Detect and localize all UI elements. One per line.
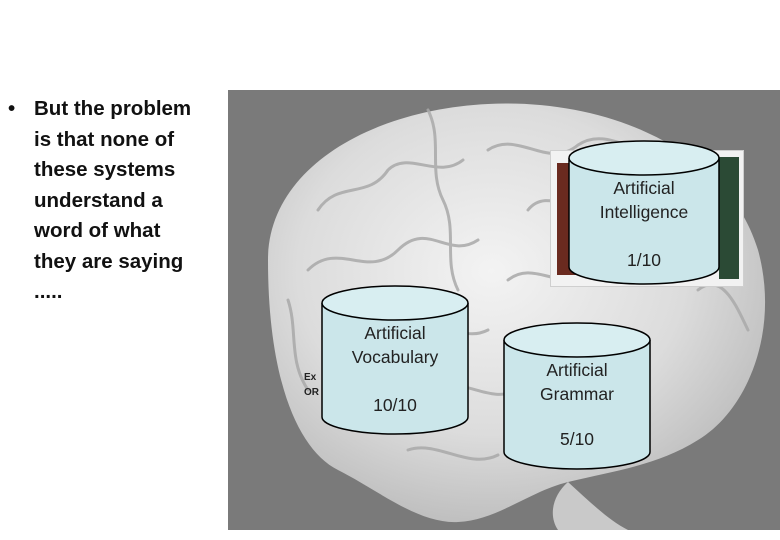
cylinder-label: Artificial Vocabulary [351, 323, 439, 367]
cylinder-artificial-vocabulary: Artificial Vocabulary 10/10 [321, 285, 469, 435]
cylinder-shape [503, 322, 651, 470]
cylinder-score: 5/10 [559, 429, 595, 449]
cylinder-label: Artificial Intelligence [599, 178, 689, 222]
cylinder-shape [321, 285, 469, 435]
occluded-text-fragment: Ex OR [304, 372, 319, 398]
book-spine [719, 157, 739, 279]
bullet-marker: • [8, 97, 16, 120]
cylinder-label: Artificial Grammar [540, 360, 614, 404]
cylinder-score: 1/10 [626, 250, 662, 270]
cylinder-artificial-intelligence: Artificial Intelligence 1/10 [568, 140, 720, 285]
bullet-point: • But the problem is that none of these … [8, 94, 226, 308]
bullet-text: But the problem is that none of these sy… [34, 97, 192, 303]
cylinder-score: 10/10 [373, 395, 417, 415]
cylinder-shape [568, 140, 720, 285]
cylinder-artificial-grammar: Artificial Grammar 5/10 [503, 322, 651, 470]
